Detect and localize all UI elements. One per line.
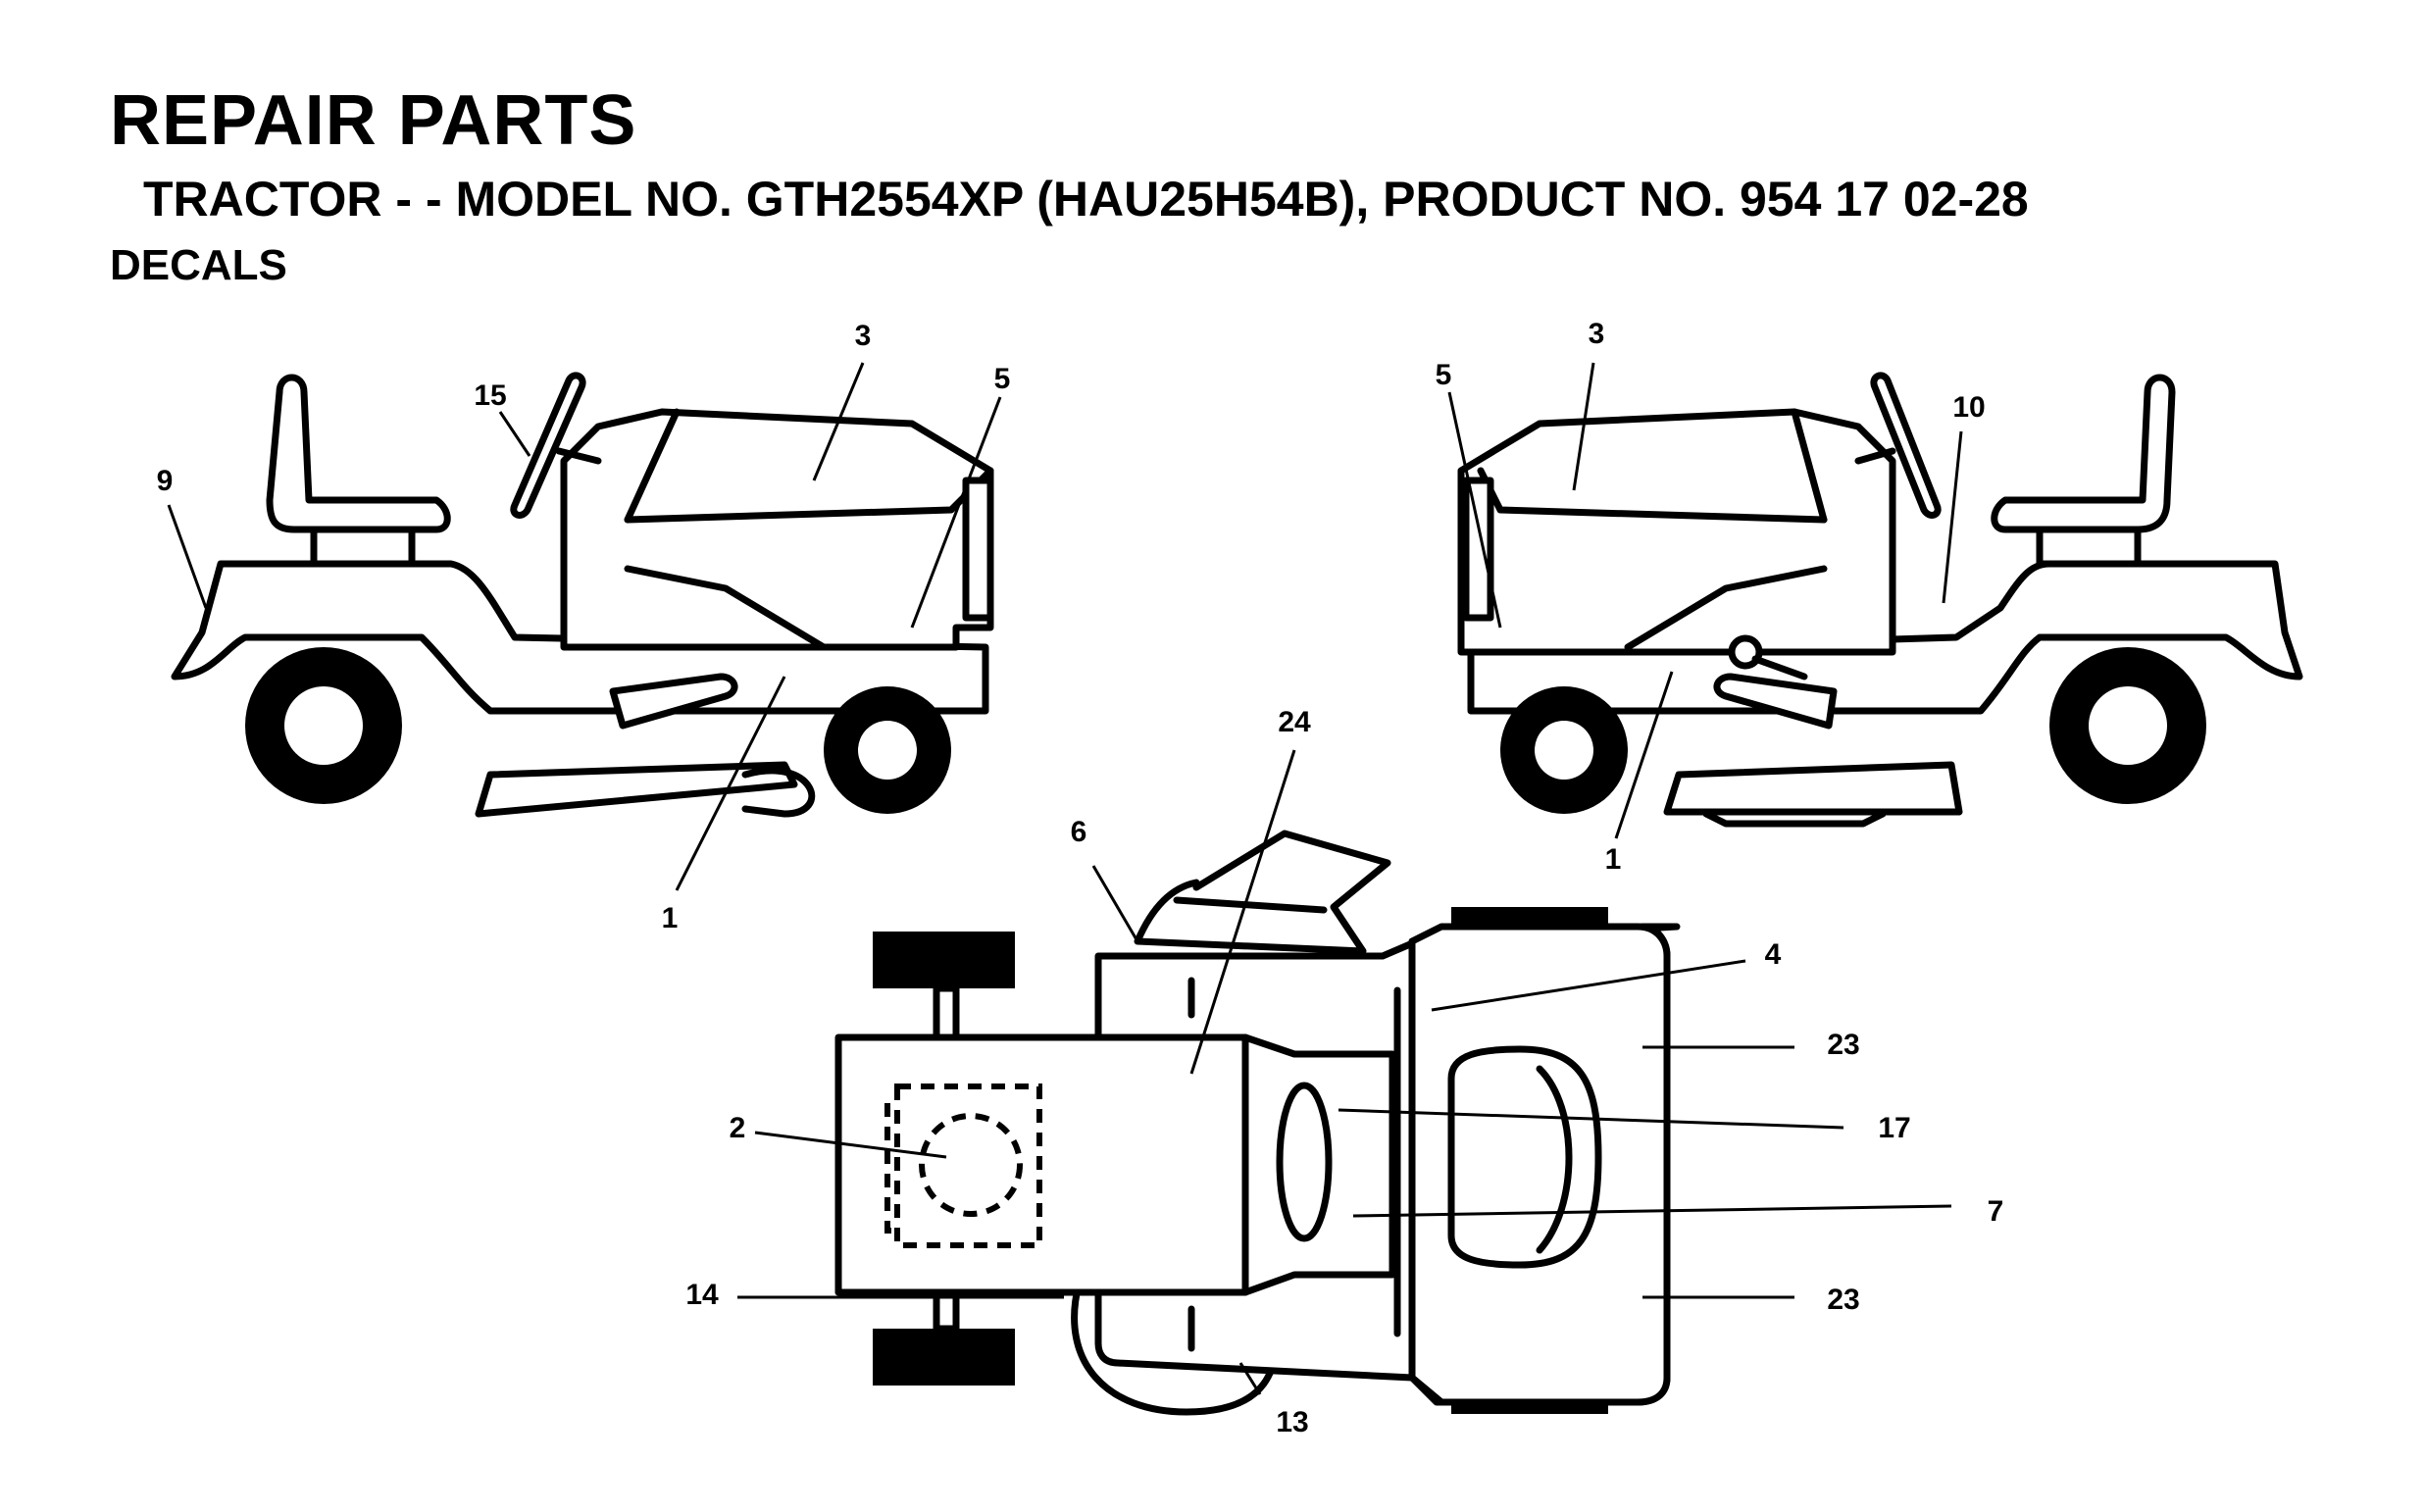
front-axle-upper <box>933 984 960 1043</box>
steering-column-right <box>1854 447 1896 465</box>
tractor-top-view <box>737 749 1952 1416</box>
tractor-left-side-view <box>167 362 1002 891</box>
callout-1-left: 1 <box>662 902 679 934</box>
engine-outline <box>894 1084 1042 1248</box>
seat-base-left <box>310 526 416 568</box>
leader-24 <box>1189 749 1296 1075</box>
engine-outline-left <box>884 1103 897 1234</box>
seat-top <box>1447 1045 1602 1269</box>
leader-1-left <box>675 676 786 891</box>
callout-1-right: 1 <box>1605 843 1622 876</box>
seat-right <box>1991 374 2176 533</box>
page-subtitle: TRACTOR - - MODEL NO. GTH2554XP (HAU25H5… <box>143 172 2029 227</box>
tractor-body-right <box>1467 560 2303 715</box>
chute-line <box>1173 896 1328 914</box>
leader-3-right <box>1572 362 1595 491</box>
page-title: REPAIR PARTS <box>110 81 637 160</box>
pedal-right <box>1713 673 1838 730</box>
callout-10: 10 <box>1952 391 1985 424</box>
tractor-body-left <box>171 560 989 715</box>
seat-base-right <box>2036 526 2142 568</box>
leader-5-left <box>910 396 1002 629</box>
callout-24: 24 <box>1278 706 1311 738</box>
hood-left <box>560 408 994 651</box>
steering-wheel-right <box>1870 372 1942 519</box>
deck-chute <box>741 767 816 818</box>
grille-left <box>962 477 994 622</box>
leader-15 <box>498 411 531 457</box>
section-heading: DECALS <box>110 241 287 289</box>
leader-17 <box>1338 1108 1844 1130</box>
callout-17: 17 <box>1878 1112 1910 1144</box>
callout-23-upper: 23 <box>1827 1029 1859 1061</box>
hood-lower-curve <box>624 565 828 651</box>
tractor-right-side-view <box>1447 362 2303 839</box>
steering-column-left <box>555 447 602 465</box>
callout-5-left: 5 <box>994 363 1011 395</box>
callout-23-lower: 23 <box>1827 1284 1859 1316</box>
hood-line <box>624 408 681 524</box>
callout-4: 4 <box>1765 938 1782 971</box>
mower-deck-right <box>1663 761 1963 816</box>
callout-5-right: 5 <box>1436 359 1452 391</box>
callout-6: 6 <box>1071 816 1087 848</box>
rear-hub-left <box>284 686 363 765</box>
engine-circle <box>919 1113 1023 1217</box>
leader-13 <box>1238 1362 1262 1395</box>
grille-right <box>1462 477 1494 622</box>
mower-deck <box>475 761 798 818</box>
leader-6 <box>1091 865 1139 942</box>
hood-line-right <box>1791 408 1828 524</box>
rear-hub-right <box>2089 686 2167 765</box>
front-hub-left <box>858 721 917 780</box>
steering-wheel-top <box>1276 1082 1333 1242</box>
front-hub-right <box>1535 721 1593 780</box>
hood-lower-curve-right <box>1624 565 1828 651</box>
discharge-chute <box>1134 830 1391 955</box>
hood-right <box>1457 408 1896 656</box>
callout-15: 15 <box>474 379 506 412</box>
leader-1-right <box>1614 671 1674 839</box>
leader-7 <box>1352 1204 1952 1218</box>
callout-14: 14 <box>685 1279 719 1311</box>
pedal-left <box>609 673 738 730</box>
leader-2 <box>754 1131 947 1159</box>
seat-back-top <box>1536 1065 1573 1254</box>
leader-10 <box>1942 430 1963 604</box>
callout-13: 13 <box>1276 1406 1308 1438</box>
deck-bottom-right <box>1702 810 1887 828</box>
seat-left <box>266 374 451 533</box>
callout-3-left: 3 <box>855 320 872 352</box>
callout-7: 7 <box>1988 1195 2004 1228</box>
leader-4 <box>1431 959 1746 1012</box>
front-wheel-top-upper <box>873 932 1015 988</box>
steering-wheel-left <box>510 372 586 519</box>
callout-2: 2 <box>730 1112 746 1144</box>
front-wheel-top-lower <box>873 1329 1015 1386</box>
callout-3-right: 3 <box>1589 318 1605 350</box>
leader-9 <box>167 504 208 609</box>
callout-9: 9 <box>157 465 174 497</box>
leader-3-left <box>812 362 865 481</box>
lift-lever <box>1751 655 1808 680</box>
leader-5-right <box>1447 391 1502 629</box>
